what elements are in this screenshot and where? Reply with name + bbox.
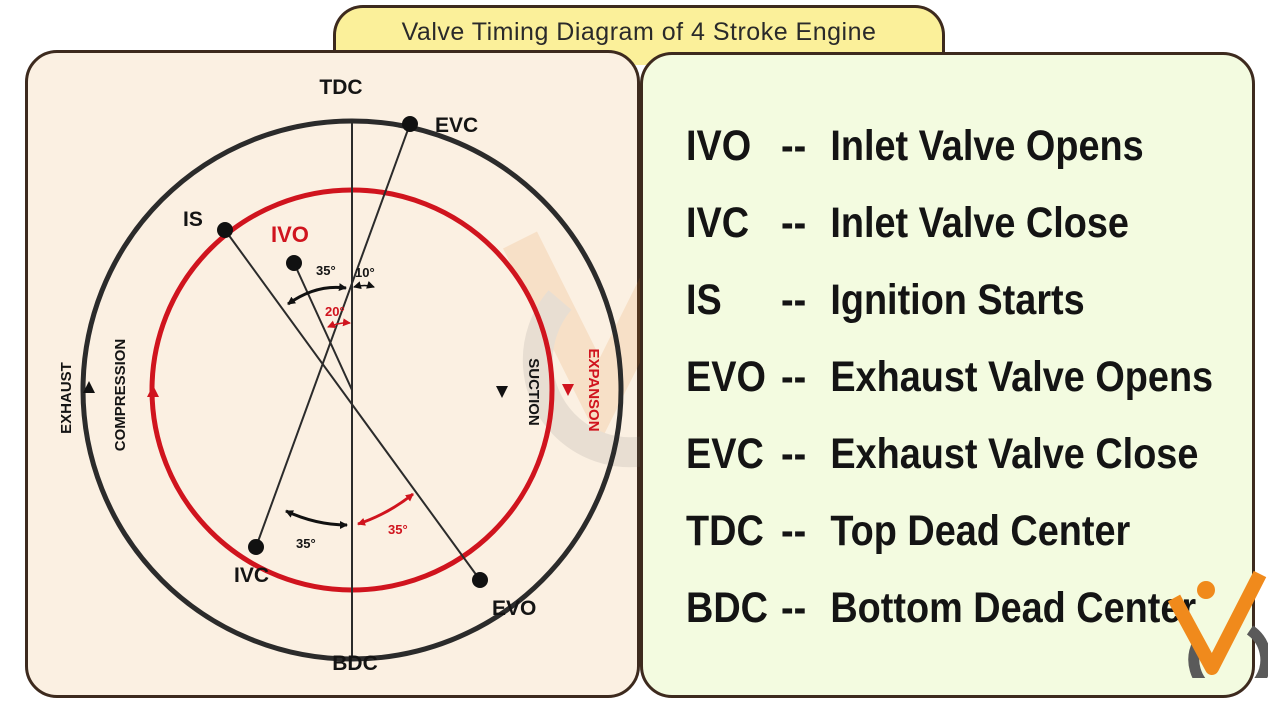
valve-timing-diagram: TDC BDC EVC EVO IS IVC IVO 35° 10° 20° 3… xyxy=(58,76,640,675)
legend-abbr: IS xyxy=(686,276,722,324)
legend-separator: -- xyxy=(781,584,807,632)
compression-label: COMPRESSION xyxy=(112,339,129,452)
ivo-point xyxy=(286,255,302,271)
legend-abbr: IVO xyxy=(686,122,752,170)
legend-separator: -- xyxy=(781,430,807,478)
evc-ivc-line xyxy=(255,123,411,548)
legend-description: Exhaust Valve Close xyxy=(830,430,1199,478)
angle-arrow-ivo-tdc xyxy=(327,318,351,329)
compression-arrow-icon xyxy=(147,385,159,397)
suction-arrow-icon xyxy=(496,386,508,398)
ivc-point xyxy=(248,539,264,555)
legend-description: Bottom Dead Center xyxy=(830,584,1197,632)
watermark-logo-icon xyxy=(503,231,640,468)
suction-label: SUCTION xyxy=(525,358,542,426)
evo-label: EVO xyxy=(492,597,536,620)
legend-description: Ignition Starts xyxy=(830,276,1085,324)
exhaust-arrow-icon xyxy=(83,381,95,393)
legend-abbr: EVO xyxy=(686,353,766,401)
legend-description: Top Dead Center xyxy=(830,507,1131,555)
angle-arrow-bdc-evo xyxy=(357,492,414,526)
exhaust-label: EXHAUST xyxy=(58,362,75,434)
brand-logo-icon xyxy=(1168,570,1268,678)
angle-arrow-tdc-evc xyxy=(353,280,375,290)
legend-abbr: IVC xyxy=(686,199,750,247)
bdc-label: BDC xyxy=(332,652,378,675)
legend-abbr: BDC xyxy=(686,584,768,632)
legend-separator: -- xyxy=(781,507,807,555)
tdc-label: TDC xyxy=(319,76,362,99)
ivo-label: IVO xyxy=(271,222,309,247)
page-title: Valve Timing Diagram of 4 Stroke Engine xyxy=(401,18,877,46)
legend-separator: -- xyxy=(781,199,807,247)
legend-description: Exhaust Valve Opens xyxy=(830,353,1214,401)
is-label: IS xyxy=(183,208,203,231)
legend-abbr: TDC xyxy=(686,507,764,555)
angle-tdc-evc: 10° xyxy=(355,265,375,280)
evo-point xyxy=(472,572,488,588)
angle-arrow-ivc-bdc xyxy=(285,509,348,529)
legend-separator: -- xyxy=(781,353,807,401)
evc-point xyxy=(402,116,418,132)
legend-separator: -- xyxy=(781,276,807,324)
angle-bdc-evo: 35° xyxy=(388,522,408,537)
ivc-label: IVC xyxy=(234,564,269,587)
angle-arrow-ivo-is xyxy=(287,283,347,306)
angle-ivo-is: 35° xyxy=(316,263,336,278)
expansion-arrow-icon xyxy=(562,384,574,396)
legend-description: Inlet Valve Close xyxy=(830,199,1129,247)
ivo-line xyxy=(293,262,353,391)
angle-ivc-bdc: 35° xyxy=(296,536,316,551)
is-point xyxy=(217,222,233,238)
legend-description: Inlet Valve Opens xyxy=(830,122,1144,170)
is-evo-line xyxy=(224,229,481,581)
legend-separator: -- xyxy=(781,122,807,170)
expansion-label: EXPANSON xyxy=(585,348,602,431)
evc-label: EVC xyxy=(435,114,478,137)
angle-ivo-tdc: 20° xyxy=(325,304,345,319)
legend-abbr: EVC xyxy=(686,430,764,478)
legend-panel xyxy=(640,52,1255,698)
